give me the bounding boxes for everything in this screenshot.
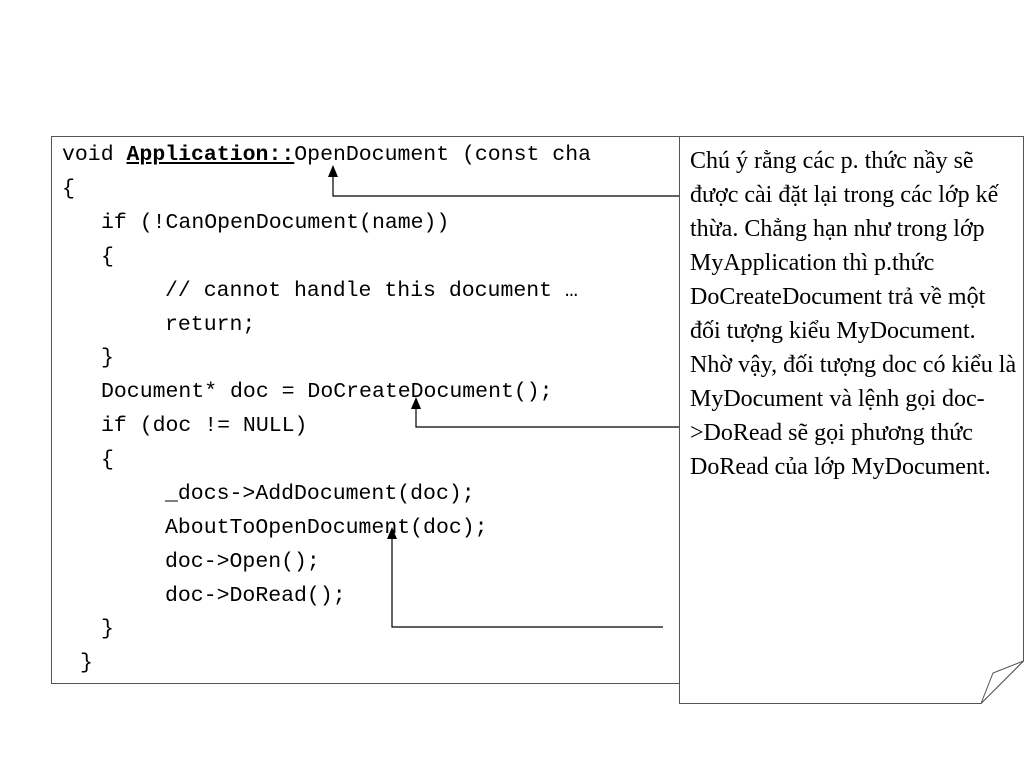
code-line-12: AboutToOpenDocument(doc); [165, 516, 488, 540]
code-line-2: { [62, 177, 75, 201]
code-keyword: void [62, 143, 127, 167]
callout-note-text: Chú ý rằng các p. thức nầy sẽ được cài đ… [690, 148, 1017, 480]
code-line-14: doc->DoRead(); [165, 584, 346, 608]
code-line-9: if (doc != NULL) [101, 414, 308, 438]
code-line-7: } [101, 346, 114, 370]
code-line-11: _docs->AddDocument(doc); [165, 482, 475, 506]
code-line-16: } [80, 651, 93, 675]
code-line-4: { [101, 245, 114, 269]
code-line-6: return; [165, 313, 256, 337]
code-line-3: if (!CanOpenDocument(name)) [101, 211, 450, 235]
code-line-13: doc->Open(); [165, 550, 320, 574]
code-class-name: Application [126, 143, 269, 167]
code-method-signature: OpenDocument (const cha [294, 143, 592, 167]
code-line-15: } [101, 617, 114, 641]
code-line-10: { [101, 448, 114, 472]
note-fold-corner [980, 660, 1024, 704]
code-scope-operator: :: [268, 143, 295, 167]
code-line-5: // cannot handle this document … [165, 279, 578, 303]
code-line-8: Document* doc = DoCreateDocument(); [101, 380, 553, 404]
code-line-1: void Application::OpenDocument (const ch… [62, 143, 591, 167]
